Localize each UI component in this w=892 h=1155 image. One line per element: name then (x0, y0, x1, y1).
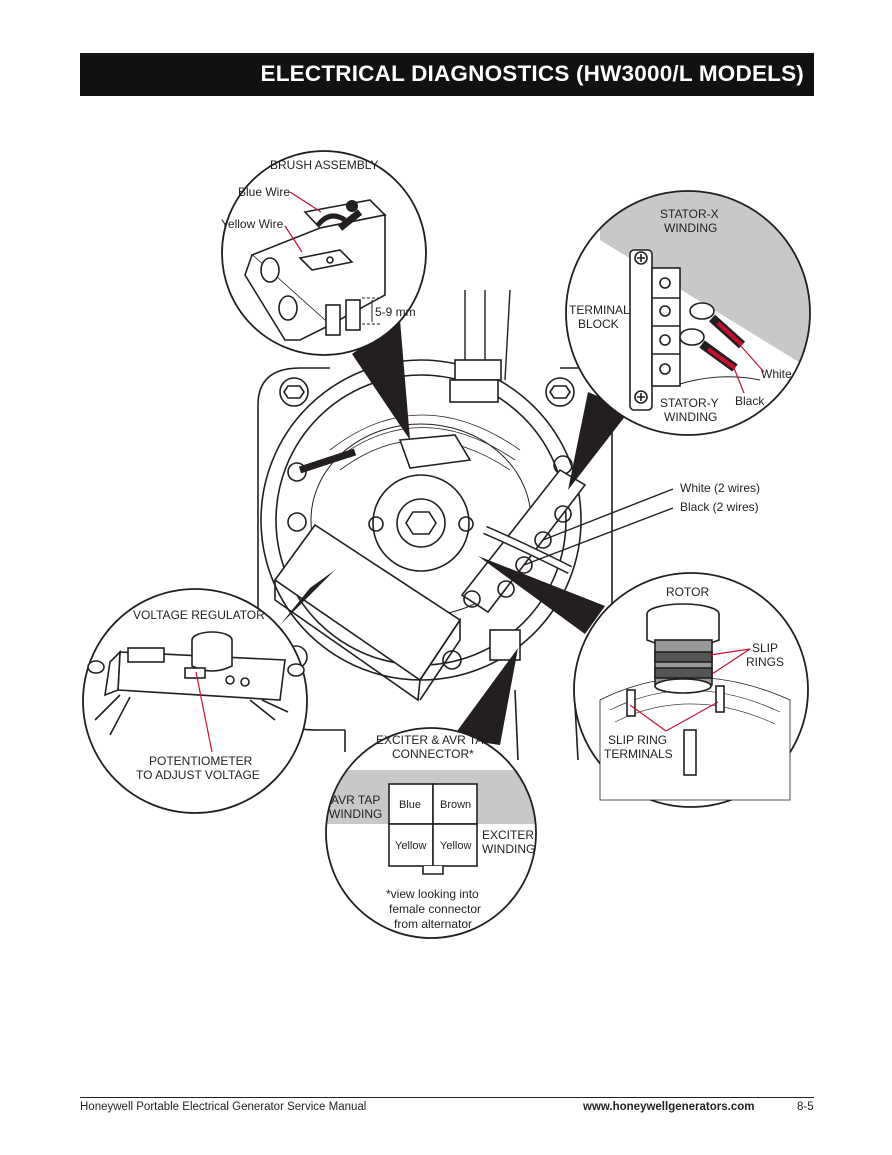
pin-yellow-right-label: Yellow (440, 840, 471, 852)
callout-pointers (280, 320, 630, 745)
gap-label: 5-9 mm (375, 305, 416, 319)
connector-note-3: from alternator (394, 917, 472, 931)
potentiometer-label-1: POTENTIOMETER (149, 754, 253, 768)
avr-tap-label-1: AVR TAP (331, 793, 380, 807)
footer-rule (80, 1097, 814, 1098)
pin-blue-box (388, 783, 434, 825)
voltage-regulator-title: VOLTAGE REGULATOR (133, 608, 265, 622)
brush-assembly-title: BRUSH ASSEMBLY (270, 158, 378, 172)
brush-pointer (352, 320, 410, 440)
avr-tap-label-2: WINDING (329, 807, 382, 821)
terminal-block-label-1: TERMINAL (569, 303, 630, 317)
footer-page-number: 8-5 (797, 1101, 814, 1113)
stator-callout: STATOR-X WINDING TERMINAL BLOCK White Bl… (565, 190, 811, 436)
potentiometer-leader (195, 671, 213, 753)
slip-rings-label-1: SLIP (752, 641, 778, 655)
stator-x-label-2: WINDING (664, 221, 717, 235)
brush-assembly-callout: BRUSH ASSEMBLY Blue Wire Yellow Wire 5-9… (221, 150, 427, 356)
blue-wire-leader (289, 191, 322, 213)
footer-manual-title: Honeywell Portable Electrical Generator … (80, 1101, 367, 1113)
slip-rings-label-2: RINGS (746, 655, 784, 669)
regulator-pointer (280, 570, 335, 625)
title-bar: ELECTRICAL DIAGNOSTICS (HW3000/L MODELS) (80, 53, 814, 96)
stator-x-shaded-region (600, 191, 810, 375)
main-wire-labels: White (2 wires) Black (2 wires) (523, 481, 760, 566)
pin-yellow-left-box (388, 823, 434, 867)
potentiometer-label-2: TO ADJUST VOLTAGE (136, 768, 260, 782)
stator-black-label: Black (735, 394, 765, 408)
black-wires-label: Black (2 wires) (680, 500, 759, 514)
generator-body (257, 289, 614, 761)
exciter-label-1: EXCITER (482, 828, 534, 842)
pin-yellow-right-box (432, 823, 478, 867)
rotor-pointer (478, 556, 605, 634)
slip-ring-terminals-label-2: TERMINALS (604, 747, 673, 761)
footer-website-link[interactable]: www.honeywellgenerators.com (583, 1101, 755, 1113)
voltage-regulator-callout: VOLTAGE REGULATOR POTENTIOMETER TO ADJUS… (82, 588, 308, 814)
stator-pointer (568, 392, 630, 490)
connector-title-2: CONNECTOR* (392, 747, 474, 761)
connector-title-1: EXCITER & AVR TAP (376, 733, 491, 747)
slip-ring-terminals-label-1: SLIP RING (608, 733, 667, 747)
connector-note-2: female connector (389, 902, 481, 916)
connector-callout: EXCITER & AVR TAP CONNECTOR* AVR TAP WIN… (325, 727, 537, 939)
pin-brown-box (432, 783, 478, 825)
white-wires-label: White (2 wires) (680, 481, 760, 495)
connector-pointer (452, 648, 518, 745)
pin-blue-label: Blue (399, 799, 421, 811)
yellow-wire-label: Yellow Wire (221, 217, 284, 231)
connector-note-1: *view looking into (386, 887, 479, 901)
exciter-label-2: WINDING (482, 842, 535, 856)
rotor-title: ROTOR (666, 585, 709, 599)
terminal-block-label-2: BLOCK (578, 317, 619, 331)
blue-wire-label: Blue Wire (238, 185, 290, 199)
pin-yellow-left-label: Yellow (395, 840, 426, 852)
yellow-wire-leader (284, 225, 303, 253)
pin-brown-label: Brown (440, 799, 471, 811)
page-title: ELECTRICAL DIAGNOSTICS (HW3000/L MODELS) (260, 61, 804, 86)
stator-y-label-2: WINDING (664, 410, 717, 424)
rotor-callout: ROTOR SLIP RINGS SLIP RING TERMINALS (573, 572, 809, 808)
stator-y-label-1: STATOR-Y (660, 396, 719, 410)
stator-white-label: White (761, 367, 792, 381)
stator-x-label-1: STATOR-X (660, 207, 719, 221)
